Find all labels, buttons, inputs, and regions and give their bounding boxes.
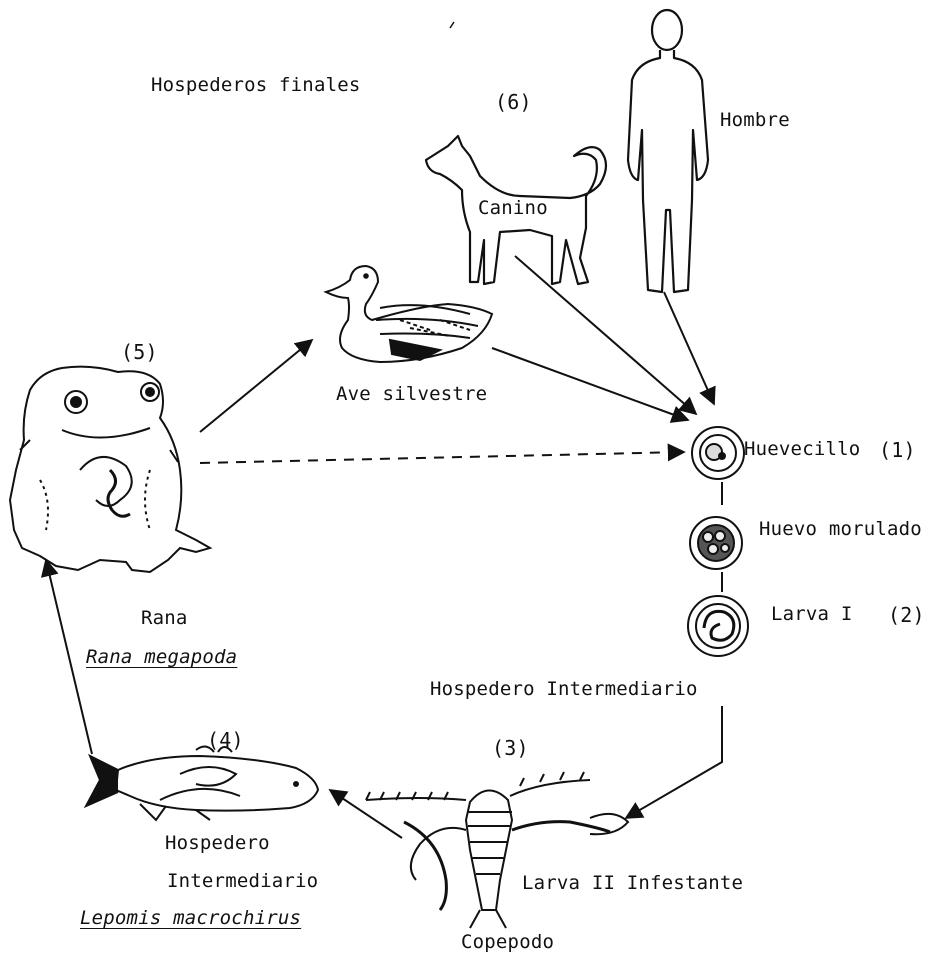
fish-figure [86, 746, 318, 820]
frog-species-label: Rana megapoda [86, 646, 237, 668]
final-hosts-label: Hospederos finales [151, 74, 361, 96]
copepod-figure [366, 772, 628, 928]
frog-figure [10, 367, 210, 572]
egg-label: Huevecillo [744, 438, 860, 460]
duck-figure [326, 266, 492, 362]
egg-stage-morulated [690, 517, 742, 569]
frog-label: Rana [141, 607, 188, 629]
stray-mark [450, 22, 454, 28]
stage-number-1: (1) [879, 438, 916, 462]
larva-2-label: Larva II Infestante [522, 872, 743, 894]
fish-host-label-line2: Intermediario [167, 870, 318, 892]
copepod-label: Copepodo [461, 931, 554, 953]
stage-number-3: (3) [492, 736, 529, 760]
egg-stage-1 [692, 427, 744, 479]
fish-host-label-line1: Hospedero [165, 832, 270, 854]
larva-1-label: Larva I [771, 603, 852, 625]
canine-label: Canino [478, 197, 548, 219]
wild-bird-label: Ave silvestre [336, 383, 487, 405]
fish-species-label: Lepomis macrochirus [80, 907, 301, 929]
stage-number-5: (5) [121, 340, 158, 364]
stage-number-6: (6) [495, 90, 532, 114]
human-figure [628, 10, 708, 292]
stage-number-2: (2) [888, 603, 925, 627]
morulated-egg-label: Huevo morulado [759, 518, 922, 540]
man-label: Hombre [720, 109, 790, 131]
stage-number-4: (4) [207, 728, 244, 752]
intermediate-host-label: Hospedero Intermediario [430, 678, 698, 700]
larva-1-egg [688, 596, 748, 656]
